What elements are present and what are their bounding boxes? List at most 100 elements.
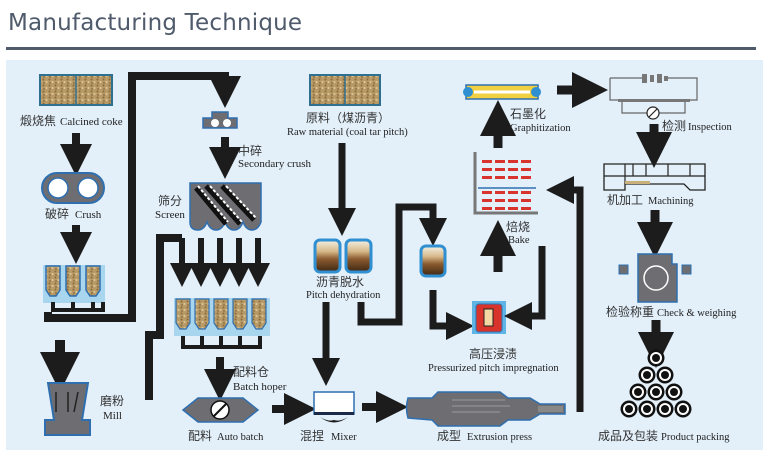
extrusion-press-cn: 成型 [437, 429, 461, 443]
extrusion-press-icon [405, 391, 566, 427]
page-title: Manufacturing Technique [8, 10, 303, 36]
machining-node: 机加工 Machining [603, 163, 706, 207]
inspection-en: Inspection [688, 122, 732, 133]
carbon-block-icon [508, 191, 518, 194]
crush-en: Crush [75, 209, 102, 221]
carbon-block-icon [482, 160, 492, 163]
check-weighing-en: Check & weighing [657, 308, 737, 319]
pitch-dehydration-node: 沥青脱水 Pitch dehydration [306, 238, 381, 301]
screen-node: 筛分 Screen [155, 182, 262, 231]
carbon-block-icon [482, 176, 492, 179]
carbon-block-icon [495, 207, 505, 210]
weighing-scale-icon [637, 253, 678, 303]
machining-cn: 机加工 [607, 193, 643, 207]
auto-batch-cn: 配料 [188, 429, 212, 443]
check-weighing-node: 检验称重 Check & weighing [606, 253, 737, 319]
mixer-en: Mixer [331, 432, 357, 443]
carbon-block-icon [482, 199, 492, 202]
carbon-block-icon [482, 191, 492, 194]
crushed-bins-3 [43, 265, 105, 312]
carbon-block-icon [521, 207, 531, 210]
secondary-crush-en: Secondary crush [238, 158, 312, 170]
carbon-block-icon [521, 168, 531, 171]
lathe-icon [603, 163, 706, 191]
inspection-device-icon [609, 77, 698, 101]
graphitization-en: Graphitization [510, 123, 571, 134]
raw-material-cn: 原料（煤沥青） [306, 111, 390, 125]
secondary-crusher-icon [202, 111, 238, 129]
auto-batch-node: 配料 Auto batch [181, 397, 264, 443]
pipe-screen-to-mill [145, 234, 182, 400]
carbon-block-icon [482, 168, 492, 171]
check-weighing-cn: 检验称重 [606, 304, 654, 319]
raw-material-en: Raw material (coal tar pitch) [287, 127, 408, 138]
carbon-block-icon [508, 199, 518, 202]
crush-node: 破碎 Crush [41, 172, 105, 221]
calcined-coke-node: 煅烧焦 Calcined coke [20, 74, 123, 128]
graphitization-node: 石墨化 Graphitization [463, 84, 571, 134]
carbon-block-icon [508, 168, 518, 171]
extrusion-press-node: 成型 Extrusion press [405, 391, 566, 443]
product-packing-stack [620, 349, 692, 418]
carbon-block-icon [495, 168, 505, 171]
bake-cn: 焙烧 [506, 219, 530, 234]
calcined-coke-cn: 煅烧焦 [20, 113, 56, 128]
carbon-block-icon [521, 199, 531, 202]
carbon-block-icon [495, 160, 505, 163]
screen-en: Screen [155, 209, 185, 221]
mill-en: Mill [103, 410, 122, 422]
screen-cn: 筛分 [158, 193, 182, 208]
raw-material-node: 原料（煤沥青） Raw material (coal tar pitch) [287, 74, 408, 138]
batch-hoper-en: Batch hoper [233, 381, 287, 393]
bake-furnace-icon [473, 152, 538, 215]
batch-hoper-bins: 配料仓 Batch hoper [174, 298, 287, 393]
graphitization-cn: 石墨化 [510, 107, 546, 121]
carbon-block-icon [521, 176, 531, 179]
bake-node: 焙烧 Bake [473, 152, 538, 246]
carbon-block-icon [495, 176, 505, 179]
carbon-block-icon [495, 199, 505, 202]
pitch-tank-icon [344, 238, 373, 274]
pitch-dehydration-en: Pitch dehydration [306, 290, 381, 301]
extrusion-press-en: Extrusion press [467, 432, 532, 443]
carbon-block-icon [521, 191, 531, 194]
mixer-node: 混捏 Mixer [300, 391, 357, 443]
pipe-tank-to-impregnation [429, 290, 474, 340]
impregnation-node: 高压浸渍 Pressurized pitch impregnation [428, 301, 559, 374]
carbon-block-icon [508, 207, 518, 210]
machining-en: Machining [648, 196, 694, 207]
pitch-tank-icon [419, 244, 447, 278]
inspection-node: 检测 Inspection [609, 74, 732, 133]
batch-hoper-cn: 配料仓 [233, 365, 269, 379]
mill-cn: 磨粉 [100, 394, 124, 408]
mixer-cn: 混捏 [300, 428, 324, 443]
impregnation-en: Pressurized pitch impregnation [428, 363, 559, 374]
bake-en: Bake [508, 235, 530, 246]
product-packing-cn: 成品及包装 [598, 429, 658, 443]
carbon-block-icon [508, 160, 518, 163]
carbon-block-icon [521, 160, 531, 163]
pipe-dehydration-to-tank [357, 203, 447, 326]
carbon-block-icon [508, 176, 518, 179]
mill-node: 磨粉 Mill [44, 382, 124, 436]
screen-output-arrows [170, 238, 270, 287]
calcined-coke-en: Calcined coke [60, 116, 123, 128]
secondary-crush-cn: 中碎 [238, 143, 262, 158]
product-packing-en: Product packing [661, 432, 730, 443]
mixer-icon [313, 391, 355, 415]
crush-cn: 破碎 [45, 206, 69, 221]
auto-batch-en: Auto batch [217, 432, 264, 443]
impregnation-cn: 高压浸渍 [469, 346, 517, 361]
title-divider [6, 47, 756, 50]
inspection-cn: 检测 [662, 118, 686, 133]
pitch-tank-icon [313, 238, 342, 274]
carbon-block-icon [495, 191, 505, 194]
pitch-dehydration-cn: 沥青脱水 [316, 274, 364, 289]
impregnation-pitch-tank [419, 244, 447, 278]
pipe-extrusion-to-bake [546, 176, 584, 412]
pipe-bake-to-impregnation [504, 246, 546, 330]
carbon-block-icon [482, 207, 492, 210]
secondary-crush-node: 中碎 Secondary crush [202, 111, 312, 170]
pipe-to-secondary-crush [44, 72, 241, 322]
